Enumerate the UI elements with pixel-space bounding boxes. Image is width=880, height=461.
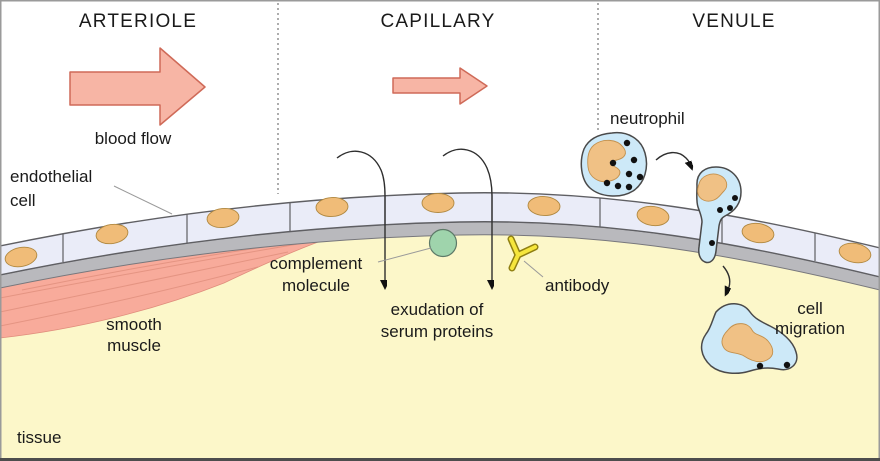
section-label-arteriole: ARTERIOLE bbox=[79, 11, 197, 32]
antibody-leader-line bbox=[523, 260, 544, 278]
exudation-label-line2: serum proteins bbox=[381, 322, 493, 341]
migration-arrow bbox=[722, 265, 730, 292]
cell-migration-label-line1: cell bbox=[797, 299, 823, 318]
neutrophil-label: neutrophil bbox=[610, 109, 685, 128]
smooth-muscle-layer bbox=[0, 236, 333, 339]
exudation-label-line1: exudation of bbox=[391, 300, 484, 319]
antibody-icon bbox=[507, 235, 539, 272]
adhesion-arrow bbox=[655, 151, 691, 166]
complement-label-line1: complement bbox=[270, 254, 363, 273]
tissue-label: tissue bbox=[17, 428, 61, 447]
section-label-venule: VENULE bbox=[692, 11, 775, 32]
endothelial-label-line1: endothelial bbox=[10, 167, 92, 186]
complement-label-line2: molecule bbox=[282, 276, 350, 295]
migrated-cell bbox=[700, 303, 798, 375]
blood-flow-arrow-small bbox=[392, 67, 488, 105]
complement-leader-line bbox=[377, 247, 432, 263]
complement-molecule bbox=[428, 228, 458, 258]
neutrophil-cell bbox=[580, 131, 648, 197]
smooth-muscle-label-line1: smooth bbox=[106, 315, 162, 334]
transmigrating-neutrophil bbox=[696, 166, 742, 264]
exudation-arrow-1 bbox=[336, 150, 385, 285]
blood-flow-label: blood flow bbox=[95, 129, 172, 148]
section-label-capillary: CAPILLARY bbox=[380, 11, 495, 32]
exudation-arrow-2 bbox=[442, 148, 492, 285]
cell-migration-label-line2: migration bbox=[775, 319, 845, 338]
blood-flow-arrow-large bbox=[69, 47, 206, 126]
tissue-region bbox=[0, 234, 880, 461]
endothelial-nuclei bbox=[4, 193, 872, 268]
antibody-label: antibody bbox=[545, 276, 610, 295]
endothelial-label-line2: cell bbox=[10, 191, 36, 210]
smooth-muscle-label-line2: muscle bbox=[107, 336, 161, 355]
endothelial-leader-line bbox=[113, 185, 173, 215]
